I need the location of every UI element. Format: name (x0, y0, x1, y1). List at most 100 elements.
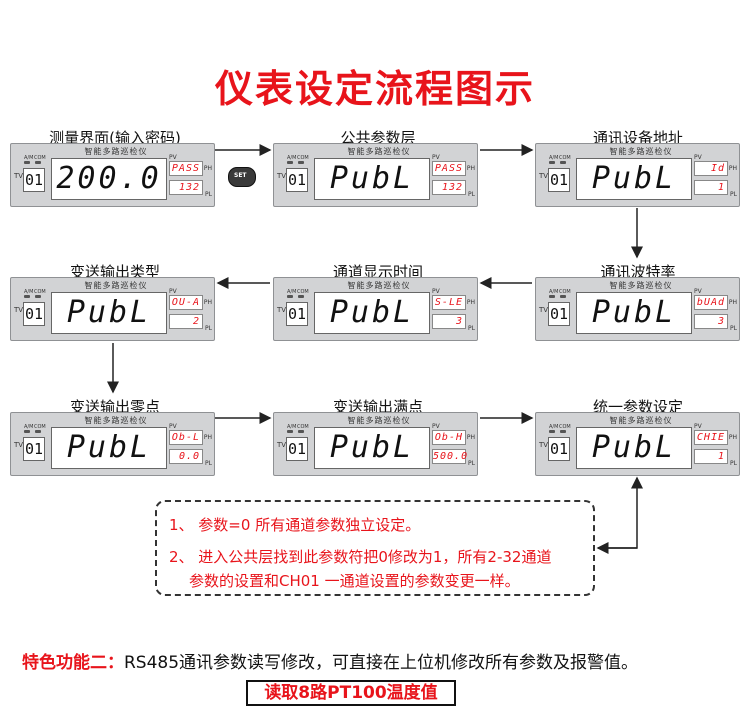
step-label-2: 公共参数层 (340, 129, 416, 147)
com-led (560, 430, 566, 433)
ph-label: PH (203, 434, 212, 441)
am-led (549, 161, 555, 164)
am-label: A/M (549, 289, 559, 295)
main-display: PubL (576, 427, 692, 469)
pl-label: PL (205, 191, 212, 198)
com-label: COM (559, 289, 571, 295)
feature-text: RS485通讯参数读写修改，可直接在上位机修改所有参数及报警值。 (124, 653, 639, 673)
tv-label: TV (277, 306, 287, 314)
sub-display-top: bUAd (694, 295, 728, 310)
am-label: A/M (287, 424, 297, 430)
meter-brand: 智能多路巡检仪 (609, 281, 673, 290)
ph-label: PH (466, 299, 475, 306)
sub-display-bottom: 132 (169, 180, 203, 195)
com-label: COM (559, 424, 571, 430)
step-label-5: 通道显示时间 (332, 263, 423, 281)
com-led (35, 161, 41, 164)
pv-label: PV (432, 288, 440, 295)
meter-display-8: 智能多路巡检仪 A/M COM TV 01 PubL PV PH PL Ob-H… (273, 412, 478, 476)
com-label: COM (34, 289, 46, 295)
com-label: COM (34, 155, 46, 161)
am-led (287, 430, 293, 433)
pl-label: PL (468, 460, 475, 467)
main-display: PubL (314, 158, 430, 200)
channel-display: 01 (286, 168, 308, 192)
sub-display-top: CHIE (694, 430, 728, 445)
com-label: COM (297, 424, 309, 430)
note-connector (598, 476, 643, 549)
channel-display: 01 (23, 168, 45, 192)
com-led (298, 430, 304, 433)
meter-display-2: 智能多路巡检仪 A/M COM TV 01 PubL PV PH PL PASS… (273, 143, 478, 207)
pv-label: PV (432, 423, 440, 430)
am-label: A/M (24, 155, 34, 161)
am-led (24, 295, 30, 298)
note-line-1: 1、 参数=0 所有通道参数独立设定。 (169, 516, 421, 534)
meter-display-6: 智能多路巡检仪 A/M COM TV 01 PubL PV PH PL OU-A… (10, 277, 215, 341)
ph-label: PH (728, 165, 737, 172)
tv-label: TV (14, 172, 24, 180)
channel-display: 01 (23, 437, 45, 461)
sub-display-top: Id (694, 161, 728, 176)
pv-label: PV (432, 154, 440, 161)
note-line-2: 2、 进入公共层找到此参数符把0修改为1，所有2-32通道 (169, 548, 552, 566)
pl-label: PL (468, 325, 475, 332)
pv-label: PV (169, 154, 177, 161)
meter-display-3: 智能多路巡检仪 A/M COM TV 01 PubL PV PH PL Id 1 (535, 143, 740, 207)
step-label-9: 统一参数设定 (592, 398, 683, 416)
step-label-7: 变送输出零点 (69, 398, 160, 416)
meter-brand: 智能多路巡检仪 (84, 416, 148, 425)
pl-label: PL (205, 460, 212, 467)
ph-label: PH (728, 299, 737, 306)
com-label: COM (559, 155, 571, 161)
sub-display-bottom: 0.0 (169, 449, 203, 464)
ph-label: PH (203, 165, 212, 172)
pv-label: PV (694, 154, 702, 161)
com-label: COM (297, 155, 309, 161)
ph-label: PH (466, 165, 475, 172)
sub-display-bottom: 132 (432, 180, 466, 195)
meter-display-9: 智能多路巡检仪 A/M COM TV 01 PubL PV PH PL CHIE… (535, 412, 740, 476)
pl-label: PL (730, 460, 737, 467)
sub-display-bottom: 500.0 (432, 449, 469, 464)
com-label: COM (34, 424, 46, 430)
tv-label: TV (277, 441, 287, 449)
com-led (298, 161, 304, 164)
channel-display: 01 (286, 437, 308, 461)
tv-label: TV (539, 441, 549, 449)
com-led (560, 295, 566, 298)
sub-display-top: S-LE (432, 295, 466, 310)
am-label: A/M (24, 289, 34, 295)
pt100-badge: 读取8路PT100温度值 (246, 680, 456, 706)
main-display: PubL (51, 427, 167, 469)
channel-display: 01 (286, 302, 308, 326)
pv-label: PV (169, 288, 177, 295)
page-title: 仪表设定流程图示 (214, 67, 535, 111)
sub-display-bottom: 3 (694, 314, 728, 329)
meter-brand: 智能多路巡检仪 (84, 147, 148, 156)
main-display: PubL (576, 292, 692, 334)
step-label-3: 通讯设备地址 (592, 129, 683, 147)
pl-label: PL (468, 191, 475, 198)
ph-label: PH (728, 434, 737, 441)
am-led (549, 430, 555, 433)
com-led (35, 295, 41, 298)
pl-label: PL (730, 191, 737, 198)
meter-brand: 智能多路巡检仪 (347, 147, 411, 156)
sub-display-top: OU-A (169, 295, 203, 310)
com-led (35, 430, 41, 433)
notes-box: 1、 参数=0 所有通道参数独立设定。 2、 进入公共层找到此参数符把0修改为1… (155, 500, 595, 596)
tv-label: TV (277, 172, 287, 180)
main-display: 200.0 (51, 158, 167, 200)
pl-label: PL (730, 325, 737, 332)
set-key-label: SET (234, 172, 247, 179)
meter-brand: 智能多路巡检仪 (609, 147, 673, 156)
com-led (560, 161, 566, 164)
sub-display-top: PASS (169, 161, 203, 176)
am-led (24, 161, 30, 164)
am-led (24, 430, 30, 433)
step-label-4: 通讯波特率 (600, 263, 676, 281)
sub-display-bottom: 1 (694, 449, 728, 464)
meter-display-7: 智能多路巡检仪 A/M COM TV 01 PubL PV PH PL Ob-L… (10, 412, 215, 476)
